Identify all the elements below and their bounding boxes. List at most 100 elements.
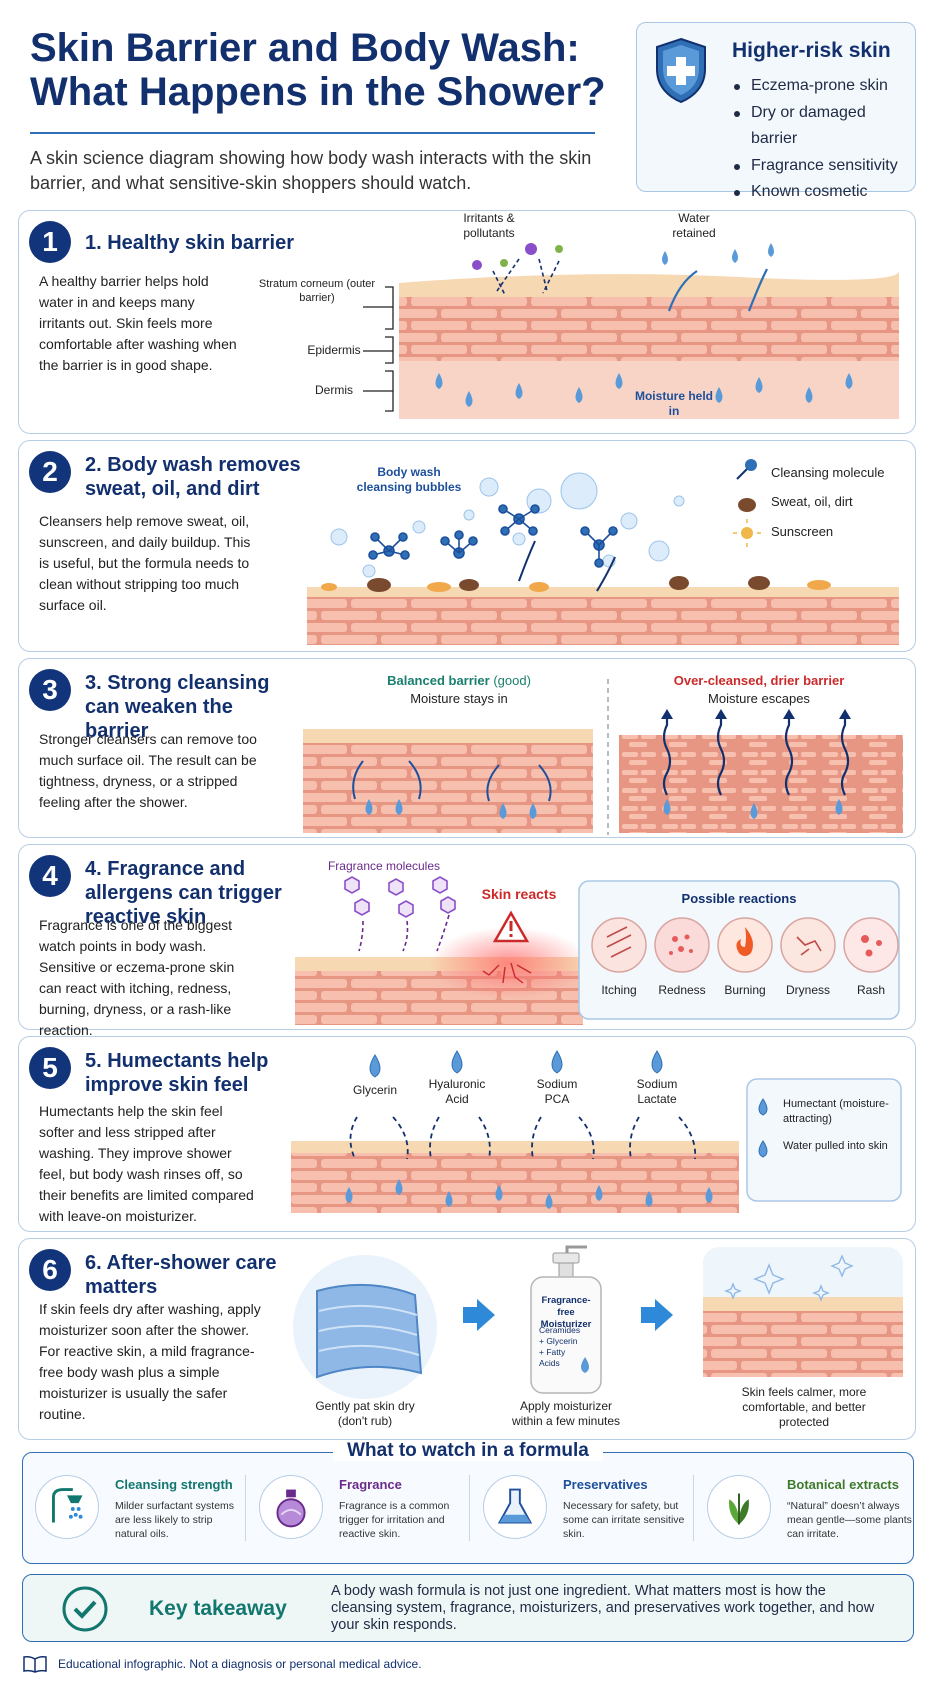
key-takeaway-text: A body wash formula is not just one ingr… [331, 1583, 875, 1633]
barrier-comparison-diagram [303, 679, 903, 835]
flask-icon [483, 1475, 547, 1539]
divider [693, 1475, 694, 1541]
key-takeaway-title: Key takeaway [149, 1597, 287, 1620]
step-number-badge: 1 [29, 221, 71, 263]
humectant-arrows [349, 1116, 697, 1160]
step-pat-dry-label: Gently pat skin dry (don't rub) [315, 1399, 415, 1428]
watch-head: Fragrance [339, 1477, 402, 1492]
higher-risk-title: Higher-risk skin [732, 39, 891, 62]
higher-risk-box: Higher-risk skin Eczema-prone skin Dry o… [636, 22, 916, 227]
step-number-badge: 6 [29, 1249, 71, 1291]
step-number-badge: 3 [29, 669, 71, 711]
watch-item-fragrance: Fragrance Fragrance is a common trigger … [247, 1471, 469, 1551]
legend-humectant: Humectant (moisture-attracting) [783, 1098, 889, 1125]
what-to-watch-title-row: What to watch in a formula [23, 1440, 913, 1462]
fragrance-diagram [295, 876, 900, 1025]
legend-sunscreen: Sunscreen [771, 524, 834, 539]
cleansing-molecules [368, 504, 618, 568]
arrow-right-icon [641, 1299, 673, 1331]
watch-item-preservatives: Preservatives Necessary for safety, but … [471, 1471, 693, 1551]
panel-title: 2. Body wash removes sweat, oil, and dir… [85, 454, 301, 500]
irritant-particles [472, 243, 563, 270]
bubbles-label: Body wash cleansing bubbles [356, 465, 462, 494]
panel-title: 3. Strong cleansing can weaken the barri… [85, 672, 270, 742]
panel-description: Cleansers help remove sweat, oil, sunscr… [39, 513, 251, 613]
over-cleansed-label: Over-cleansed, drier barrier [673, 673, 845, 688]
what-to-watch-box: What to watch in a formula Cleansing str… [22, 1440, 917, 1564]
moisture-escapes-label: Moisture escapes [708, 691, 810, 706]
shower-icon [35, 1475, 99, 1539]
legend-icons [733, 459, 761, 547]
divider [469, 1475, 470, 1541]
humectant-hyaluronic-acid: Hyaluronic Acid [428, 1077, 486, 1106]
panel-title: 4. Fragrance and allergens can trigger r… [85, 858, 282, 928]
moisturizer-bottle-icon [530, 1245, 602, 1394]
watch-item-botanical: Botanical extracts “Natural” doesn’t alw… [695, 1471, 917, 1551]
watch-text: Fragrance is a common trigger for irrita… [339, 1500, 450, 1540]
step-number-badge: 2 [29, 451, 71, 493]
sunscreen-particles [321, 580, 831, 592]
checkmark-icon [62, 1586, 108, 1632]
what-to-watch-title: What to watch in a formula [333, 1440, 603, 1461]
irritants-label: Irritants & pollutants [463, 211, 515, 240]
legend-cleansing-molecule: Cleansing molecule [771, 465, 885, 480]
healthy-skin-diagram [363, 243, 899, 419]
panel-strong-cleansing: 3 3. Strong cleansing can weaken the bar… [18, 658, 916, 838]
panel-body-wash-removes: 2 2. Body wash removes sweat, oil, and d… [18, 440, 916, 652]
watch-head: Botanical extracts [787, 1477, 899, 1492]
skin-reacts-label: Skin reacts [481, 886, 557, 902]
step-number-badge: 4 [29, 855, 71, 897]
panel-after-shower: 6 6. After-shower care matters If skin f… [18, 1238, 916, 1440]
panel-fragrance-allergens: 4 4. Fragrance and allergens can trigger… [18, 844, 916, 1038]
title-divider [30, 132, 595, 134]
fragrance-molecules-label: Fragrance molecules [327, 859, 441, 873]
humectants-diagram [291, 1050, 902, 1213]
water-retained-label: Water retained [672, 211, 716, 240]
book-icon [23, 1656, 47, 1673]
divider [245, 1475, 246, 1541]
watch-head: Preservatives [563, 1477, 648, 1492]
bottle-ingredients-label: Ceramides + Glycerin + Fatty Acids [539, 1325, 581, 1368]
step-number-badge: 5 [29, 1047, 71, 1089]
panel-description: Fragrance is one of the biggest watch po… [39, 917, 235, 1038]
panel-description: Stronger cleansers can remove too much s… [39, 731, 257, 810]
panel-title: 6. After-shower care matters [85, 1252, 277, 1298]
page-title: Skin Barrier and Body Wash: What Happens… [30, 26, 606, 114]
humectant-drop-icons [369, 1050, 663, 1078]
water-drops [435, 243, 853, 407]
perfume-bottle-icon [259, 1475, 323, 1539]
balanced-label-text: Balanced barrier [387, 673, 490, 688]
reaction-burning: Burning [724, 983, 766, 997]
arrow-right-icon [463, 1299, 495, 1331]
page-subtitle: A skin science diagram showing how body … [30, 148, 592, 193]
towel-icon [316, 1283, 423, 1379]
legend-sweat-oil-dirt: Sweat, oil, dirt [771, 494, 853, 509]
stratum-corneum-label: Stratum corneum (outer barrier) [258, 278, 376, 304]
footer-disclaimer: Educational infographic. Not a diagnosis… [58, 1657, 422, 1671]
watch-text: Necessary for safety, but some can irrit… [563, 1500, 685, 1540]
dirt-particles [367, 576, 770, 592]
risk-item: Dry or damaged barrier [732, 100, 915, 153]
fragrance-molecule-icons [344, 876, 456, 918]
bubbles [330, 472, 685, 578]
good-label: (good) [493, 673, 531, 688]
moisture-stays-label: Moisture stays in [410, 691, 508, 706]
epidermis-label: Epidermis [307, 343, 361, 357]
panel-description: A healthy barrier helps hold water in an… [39, 273, 237, 373]
leaf-icon [707, 1475, 771, 1539]
step-skin-calmer-label: Skin feels calmer, more comfortable, and… [741, 1385, 867, 1429]
reaction-redness: Redness [658, 983, 706, 997]
watch-text: “Natural” doesn’t always mean gentle—som… [787, 1500, 912, 1540]
reaction-dryness: Dryness [785, 983, 830, 997]
watch-item-cleansing: Cleansing strength Milder surfactant sys… [23, 1471, 245, 1551]
reaction-rash: Rash [856, 983, 885, 997]
bottle-title-label: Fragrance-free Moisturizer [540, 1295, 592, 1330]
risk-item: Fragrance sensitivity [732, 153, 915, 180]
panel-title: 5. Humectants help improve skin feel [85, 1050, 269, 1096]
after-shower-diagram [293, 1245, 903, 1399]
escaping-moisture-arrows [662, 717, 850, 796]
panel-humectants: 5 5. Humectants help improve skin feel H… [18, 1036, 916, 1232]
higher-risk-list: Eczema-prone skin Dry or damaged barrier… [732, 73, 915, 232]
panel-healthy-barrier: 1 1. Healthy skin barrier A healthy barr… [18, 210, 916, 434]
